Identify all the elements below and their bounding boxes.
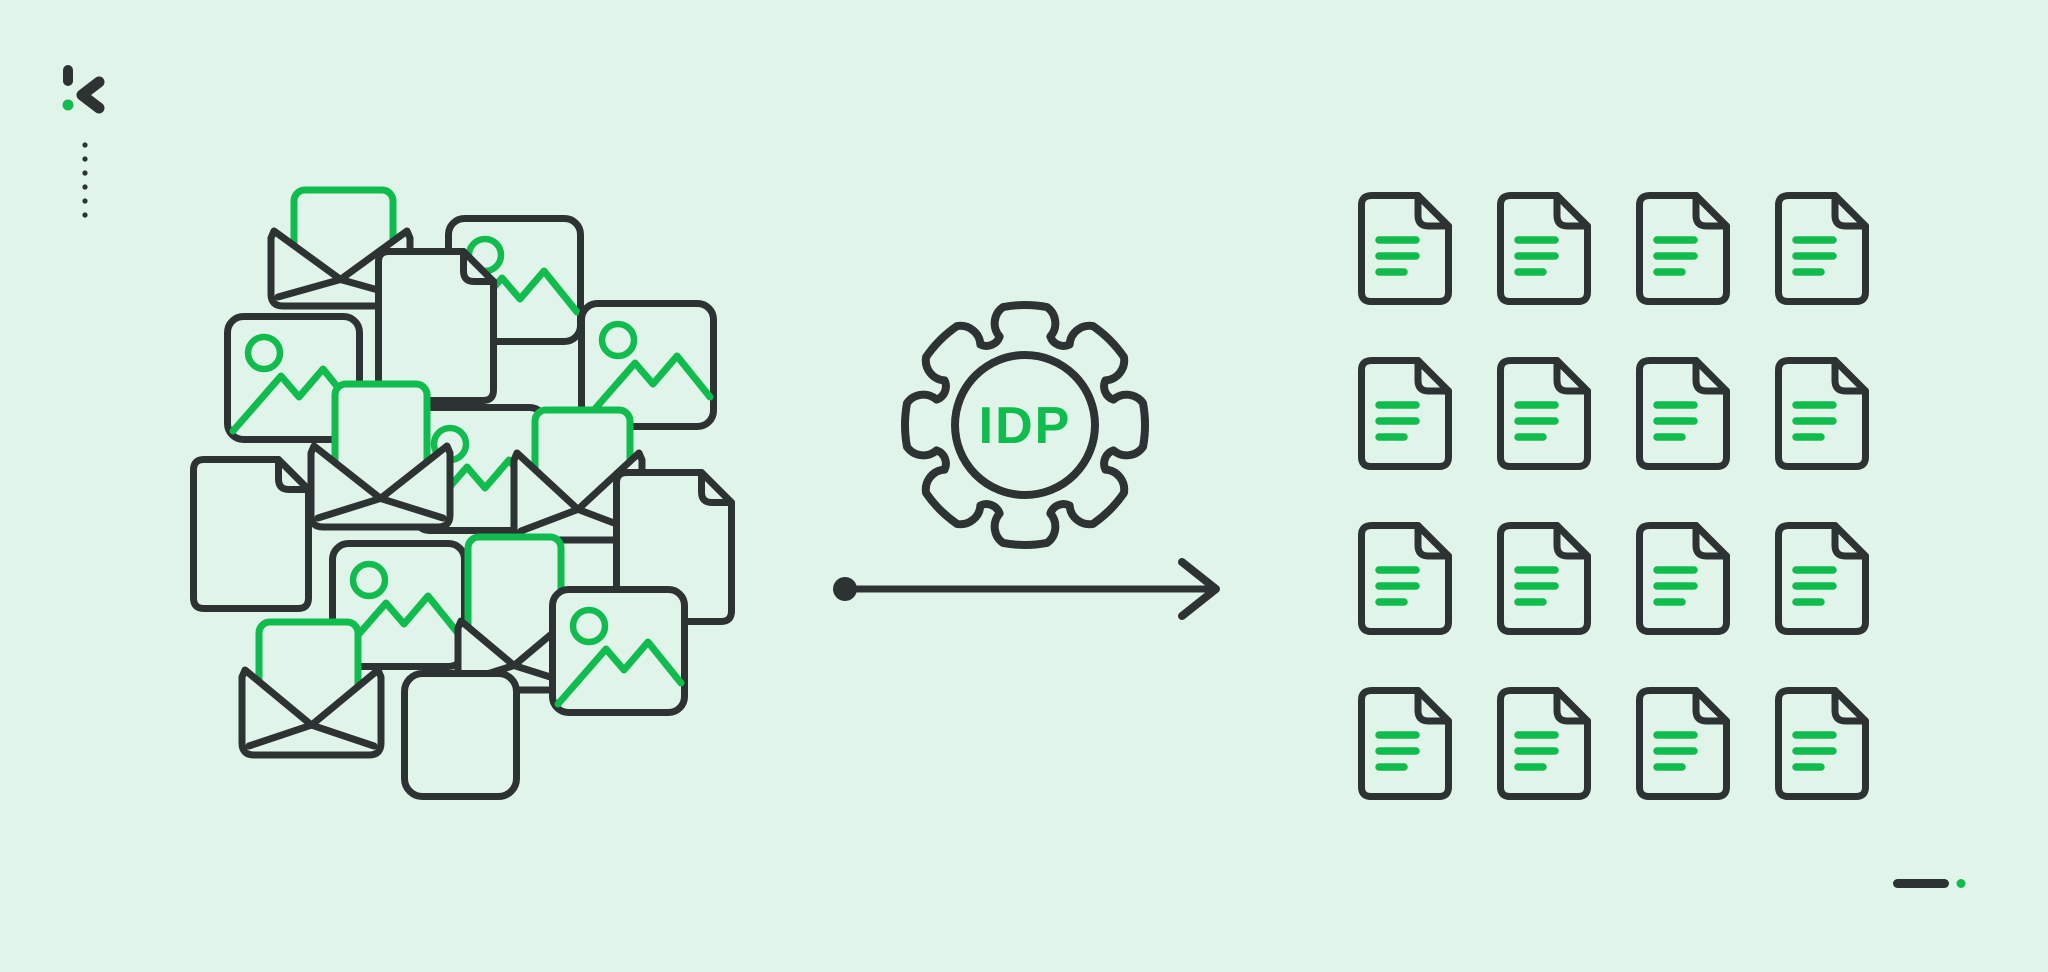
document-icon (379, 252, 494, 401)
output-document-icon (1358, 192, 1452, 305)
image-file-icon (553, 590, 685, 713)
klippa-logo (62, 65, 105, 218)
open-envelope-icon (238, 666, 385, 759)
footer-mark (1893, 879, 1966, 888)
output-document-icon (1636, 687, 1730, 800)
idp-processor: IDP (901, 301, 1149, 549)
decoration-dot (82, 198, 88, 204)
idp-label: IDP (979, 397, 1072, 455)
footer-dash (1893, 879, 1949, 888)
output-document-icon (1636, 522, 1730, 635)
output-document-icon (1497, 192, 1591, 305)
output-document-icon (1775, 192, 1869, 305)
output-document-icon (1497, 687, 1591, 800)
decoration-dot (82, 170, 88, 176)
flow-arrow (833, 558, 1220, 620)
arrow-head-icon (1178, 558, 1220, 620)
output-document-icon (1775, 357, 1869, 470)
input-pile (150, 186, 770, 830)
output-document-icon (1775, 687, 1869, 800)
decoration-dot (82, 184, 88, 190)
output-document-icon (1358, 357, 1452, 470)
logo-green-dot (62, 99, 74, 111)
output-document-icon (1636, 357, 1730, 470)
vertical-dotted-line (82, 142, 88, 218)
open-envelope-icon (307, 442, 454, 531)
plain-document-icon (405, 674, 517, 797)
logo-chevron (76, 76, 105, 114)
footer-green-dot (1956, 879, 1966, 888)
output-document-icon (1497, 357, 1591, 470)
output-document-icon (1775, 522, 1869, 635)
decoration-dot (82, 142, 88, 148)
output-document-icon (1358, 687, 1452, 800)
document-icon (194, 460, 309, 609)
logo-bar (63, 65, 73, 86)
output-document-icon (1497, 522, 1591, 635)
output-document-icon (1358, 522, 1452, 635)
gear-inner-ring (951, 351, 1099, 499)
output-grid (1358, 192, 1869, 800)
decoration-dot (82, 156, 88, 162)
decoration-dot (82, 212, 88, 218)
output-document-icon (1636, 192, 1730, 305)
